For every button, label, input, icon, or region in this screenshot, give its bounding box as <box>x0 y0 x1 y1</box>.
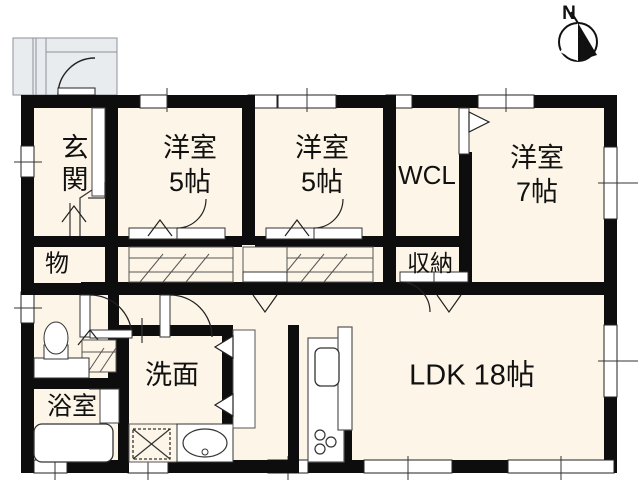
kitchen-sink <box>314 347 340 387</box>
label-mono: 物 <box>45 250 69 277</box>
mono-storage <box>34 247 81 283</box>
center-closet <box>242 246 288 314</box>
room-labels: 玄 関 物 洋室 5帖 洋室 5帖 WCL 収納 洋室 7帖 LDK 18帖 洗… <box>45 133 564 420</box>
label-wcl: WCL <box>398 160 456 190</box>
label-bedroom3-a: 洋室 <box>510 143 564 173</box>
north-arrow: N <box>558 3 598 62</box>
stove-burner <box>314 429 326 441</box>
washer-pan <box>132 428 171 460</box>
label-bedroom2-a: 洋室 <box>295 133 349 163</box>
compass-north-label: N <box>562 3 576 24</box>
washbasin <box>182 428 228 458</box>
label-ldk: LDK 18帖 <box>409 359 535 392</box>
label-senmen: 洗面 <box>145 360 199 390</box>
stove-burner <box>325 436 337 448</box>
label-yokushitsu: 浴室 <box>47 393 97 421</box>
wcl-door <box>458 107 491 155</box>
label-bedroom1-a: 洋室 <box>163 133 217 163</box>
label-bedroom2-b: 5帖 <box>301 167 343 197</box>
entrance-porch <box>12 37 118 96</box>
closet-bedroom-1 <box>128 198 234 283</box>
stove-burner <box>314 443 326 455</box>
genkan-details <box>61 107 106 236</box>
toilet-fixture <box>33 321 90 379</box>
label-genkan-1: 玄 <box>62 133 89 163</box>
shunou-doors <box>399 271 469 314</box>
label-shunou: 収納 <box>407 250 453 276</box>
label-genkan-2: 関 <box>62 165 89 195</box>
label-bedroom3-b: 7帖 <box>516 177 558 207</box>
label-bedroom1-b: 5帖 <box>169 167 211 197</box>
washroom-fixtures <box>128 329 256 463</box>
bathtub <box>33 388 120 463</box>
kitchen-counter <box>307 326 353 463</box>
wcl-door-arrow <box>468 111 491 133</box>
